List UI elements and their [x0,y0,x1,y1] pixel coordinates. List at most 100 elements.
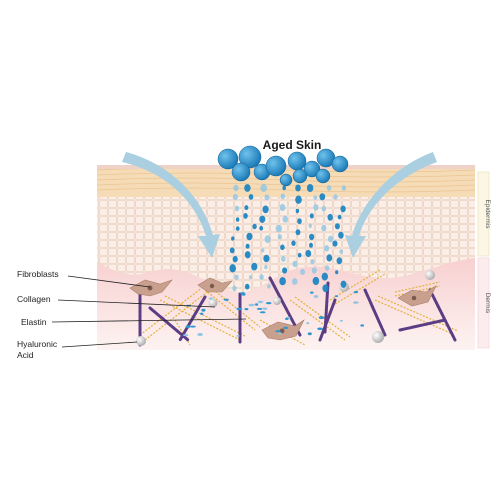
droplet [281,256,286,262]
collagen-label: Collagen [17,294,51,304]
droplet [291,240,296,246]
droplet [261,248,265,253]
droplet [295,184,301,192]
diagram-title: Aged Skin [263,138,322,152]
droplet [252,223,257,230]
particle [285,317,289,320]
droplet [264,265,268,270]
droplet [244,251,251,259]
particle [244,308,249,311]
particle [183,334,189,337]
hyaluronic-acid-spheres [136,270,435,346]
droplet [292,168,308,184]
droplet [244,205,249,211]
particle [255,303,259,306]
particle [197,333,204,336]
droplet [279,173,293,187]
dermis-particles [183,291,365,337]
droplet [313,204,319,211]
droplet [326,185,332,191]
droplet [295,195,302,204]
droplet [315,168,331,184]
particle [339,319,343,322]
particle [275,330,281,333]
droplet [280,193,286,200]
droplet [267,284,271,289]
droplet [334,223,340,230]
epidermis-label: Epidermis [484,200,491,230]
particle [353,291,359,294]
droplet [234,274,239,280]
droplet [260,183,268,193]
particle [189,325,196,328]
fibroblast-cell [197,277,233,293]
droplet [246,232,253,241]
droplet [340,280,347,288]
droplet [336,257,343,265]
droplet [322,284,329,293]
dermis-label: Dermis [484,293,491,314]
particle [200,312,204,315]
particle [278,332,282,335]
particle [248,303,255,307]
droplet [231,236,235,241]
droplet [319,193,326,201]
particle [259,311,266,314]
particle [185,325,191,328]
droplet [340,205,346,213]
droplet [305,249,312,258]
droplet [282,267,288,274]
particle [306,322,310,325]
droplet [332,240,338,247]
droplet [282,215,288,223]
droplet-streams [229,183,347,293]
particle [236,335,240,337]
droplet [295,208,300,214]
particle [334,295,339,297]
droplet [232,193,238,201]
right-arrow-icon [345,152,437,258]
droplet [234,205,240,212]
droplet [265,155,287,177]
droplet [217,148,239,170]
droplet [324,245,330,252]
droplet [339,249,344,254]
droplet [326,254,333,262]
acid-label: Acid [17,350,34,360]
droplet [244,184,251,192]
particle [310,291,314,294]
droplet [233,184,239,192]
particle [265,302,272,305]
droplet [300,268,306,275]
droplet [229,247,235,254]
epidermis-layer [97,195,475,293]
droplet [324,265,330,271]
droplet [311,267,317,274]
droplet [248,275,253,280]
droplet [235,226,240,231]
droplet [263,254,270,263]
droplet [337,214,342,220]
droplet [321,224,327,232]
particle [201,308,206,312]
droplet [331,155,349,173]
droplet [308,223,312,228]
droplet [335,270,339,275]
droplet [313,195,318,201]
hyaluronic-label: Hyaluronic [17,339,58,349]
droplet [264,194,270,201]
droplet [321,272,328,281]
droplet [259,226,264,231]
droplet [297,218,302,225]
droplet [264,235,271,244]
droplet [277,234,282,240]
droplet [262,205,269,214]
droplet [309,233,315,241]
particle [240,292,246,295]
droplet [312,276,320,286]
droplet [309,213,314,219]
droplet [309,242,313,248]
particle [307,332,312,336]
droplet [297,252,302,258]
particle [236,307,243,311]
